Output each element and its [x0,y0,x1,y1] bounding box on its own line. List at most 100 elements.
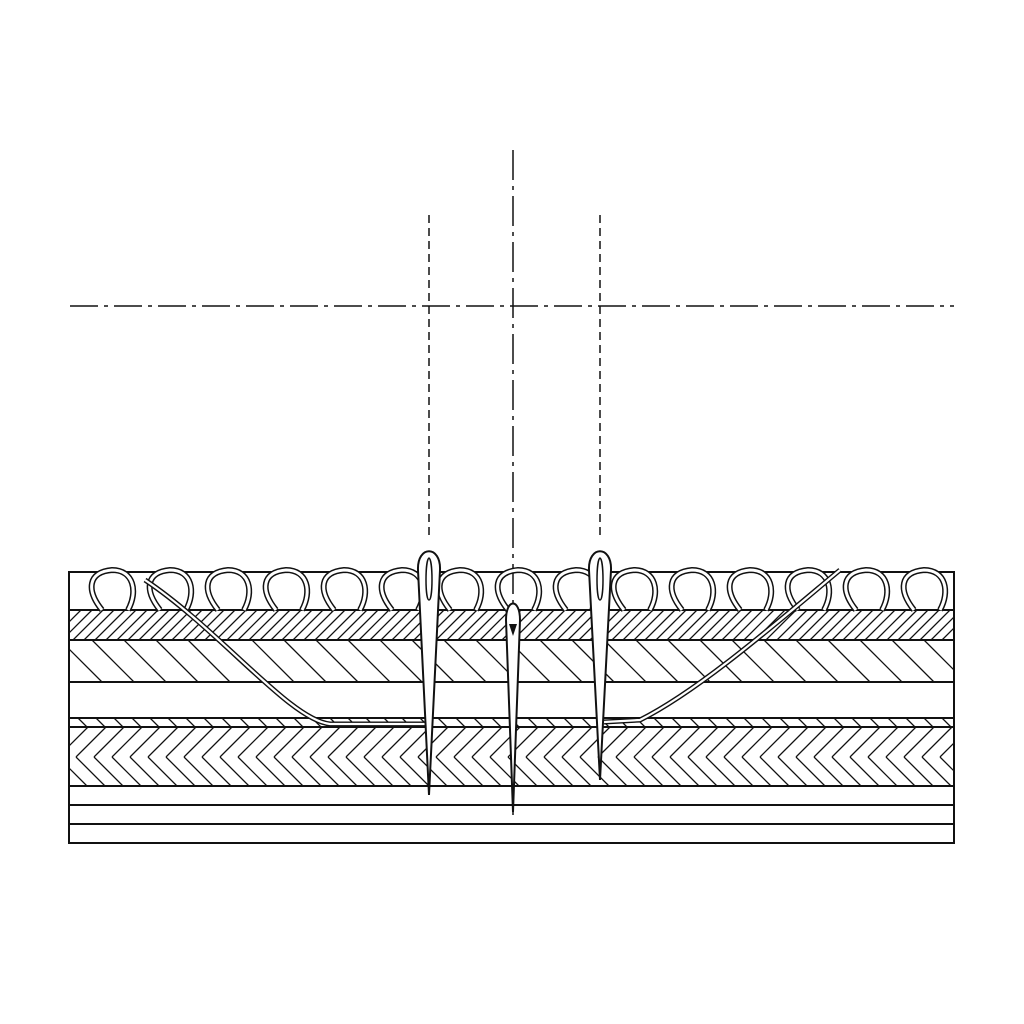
hatch-line-sparse [91,640,135,682]
hatch-line-dense [69,610,71,612]
hatch-line-thin [149,718,160,727]
herringbone-line-lower [471,757,502,786]
hatch-line-thin [203,718,214,727]
herringbone-line-lower [579,757,610,786]
herringbone-line-lower [93,757,124,786]
hatch-line-dense [688,610,720,640]
herringbone-line-upper [69,727,71,729]
herringbone-line-upper [381,727,413,757]
hatch-line-thin [869,718,880,727]
herringbone-line-lower [327,757,358,786]
hatch-line-dense [435,610,467,640]
herringbone-line-upper [759,727,791,757]
hatch-line-dense [732,610,764,640]
loop-stitch-inner [786,568,831,611]
hatch-line-sparse [347,640,391,682]
hatch-line-dense [975,610,1005,640]
herringbone-line-lower [597,757,628,786]
herringbone-line-upper [345,727,377,757]
herringbone-line-lower [687,757,718,786]
hatch-line-dense [545,610,577,640]
loop-stitch-inner [728,568,773,611]
hatch-line-sparse [635,640,679,682]
hatch-line-dense [743,610,775,640]
hatch-line-thin [563,718,574,727]
hatch-line-thin [77,718,88,727]
hatch-line-thin [923,718,934,727]
hatch-line-dense [919,610,951,640]
herringbone-line-upper [831,727,863,757]
herringbone-line-lower [435,757,466,786]
thread-fill-1 [603,569,841,724]
loop-stitch-inner [496,568,541,611]
hatch-line-dense [94,610,126,640]
herringbone-line-lower [69,767,88,786]
hatch-line-dense [303,610,335,640]
herringbone-line-upper [201,727,233,757]
hatch-line-thin [725,718,736,727]
herringbone-line-lower [849,757,880,786]
hatch-line-sparse [123,640,167,682]
herringbone-line-lower [561,757,592,786]
hatch-line-thin [743,718,754,727]
hatch-line-thin [275,718,286,727]
hatch-line-sparse [699,640,743,682]
hatch-line-thin [437,718,448,727]
hatch-line-dense [699,610,731,640]
hatch-line-thin [761,718,772,727]
hatch-line-dense [721,610,753,640]
needle-left-eye [425,557,433,601]
hatch-line-dense [556,610,588,640]
hatch-line-dense [171,610,203,640]
herringbone-line-lower [958,757,987,786]
hatch-line-sparse [187,640,231,682]
herringbone-line-upper [669,727,701,757]
loop-stitch-inner [380,568,425,611]
hatch-line-thin [960,718,969,727]
hatch-line-dense [622,610,654,640]
hatch-line-sparse [827,640,871,682]
herringbone-line-upper [777,727,809,757]
hatch-line-dense [325,610,357,640]
hatch-line-sparse [539,640,583,682]
hatch-line-dense [83,610,115,640]
hatch-line-dense [248,610,280,640]
herringbone-line-lower [723,757,754,786]
herringbone-line-upper [579,727,611,757]
hatch-line-dense [336,610,368,640]
herringbone-line-upper [183,727,215,757]
loop-stitch-inner [670,568,715,611]
herringbone-line-upper [795,727,827,757]
herringbone-line-lower [651,757,682,786]
herringbone-line-upper [976,727,1006,757]
hatch-line-dense [655,610,687,640]
herringbone-line-upper [543,727,575,757]
hatch-line-thin [69,726,70,727]
hatch-line-dense [941,627,954,640]
herringbone-line-lower [255,757,286,786]
herringbone-line-lower [795,757,826,786]
hatch-line-dense [160,610,192,640]
herringbone-line-upper [741,727,773,757]
hatch-line-thin [221,718,232,727]
hatch-line-thin [185,718,196,727]
hatch-line-sparse [69,648,103,682]
herringbone-line-lower [813,757,844,786]
herringbone-line-upper [165,727,197,757]
hatch-line-thin [797,718,808,727]
hatch-line-dense [314,610,346,640]
hatch-line-thin [473,718,484,727]
herringbone-line-lower [885,757,916,786]
hatch-line-dense [930,616,954,640]
hatch-line-dense [226,610,258,640]
herringbone-line-lower [201,757,232,786]
hatch-line-dense [853,610,885,640]
hatch-line-dense [380,610,412,640]
hatch-line-dense [710,610,742,640]
hatch-line-dense [787,610,819,640]
hatch-line-dense [479,610,511,640]
loop-stitch-inner [844,568,889,611]
herringbone-line-upper [867,727,899,757]
herringbone-line-upper [363,727,395,757]
